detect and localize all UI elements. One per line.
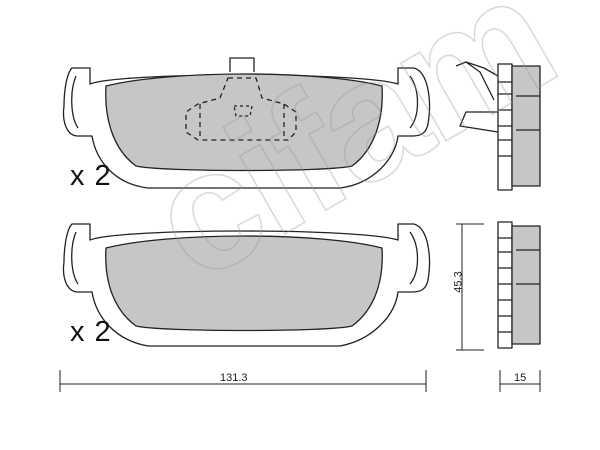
bottom-side-steps [498, 237, 512, 333]
height-dimension-label: 45.3 [452, 271, 465, 293]
quantity-label-bottom: x 2 [70, 316, 112, 348]
top-side-friction [511, 65, 541, 187]
top-side-clip [455, 61, 499, 133]
top-pad-right-ear [409, 75, 419, 129]
bottom-pad-friction-material [105, 235, 383, 332]
top-pad-sensor-lines [199, 104, 285, 138]
top-pad-sensor-inner [233, 105, 253, 117]
quantity-label-top: x 2 [70, 160, 112, 192]
top-pad-left-ear [71, 75, 79, 129]
bottom-side-friction [511, 225, 541, 345]
bottom-side-slots [516, 249, 540, 285]
bottom-pad-left-ear [71, 231, 79, 285]
top-pad-friction-material [105, 73, 383, 172]
thickness-dimension-label: 15 [514, 372, 527, 384]
bottom-pad-right-ear [409, 231, 419, 285]
top-pad-clip-tab [229, 57, 255, 72]
bottom-pad-backing-plate [62, 223, 431, 347]
bottom-side-backing [497, 221, 513, 349]
top-side-steps [498, 81, 512, 157]
top-side-slots [516, 95, 540, 131]
top-pad-sensor-outline [185, 77, 297, 141]
width-dimension-label: 131.3 [220, 372, 248, 384]
